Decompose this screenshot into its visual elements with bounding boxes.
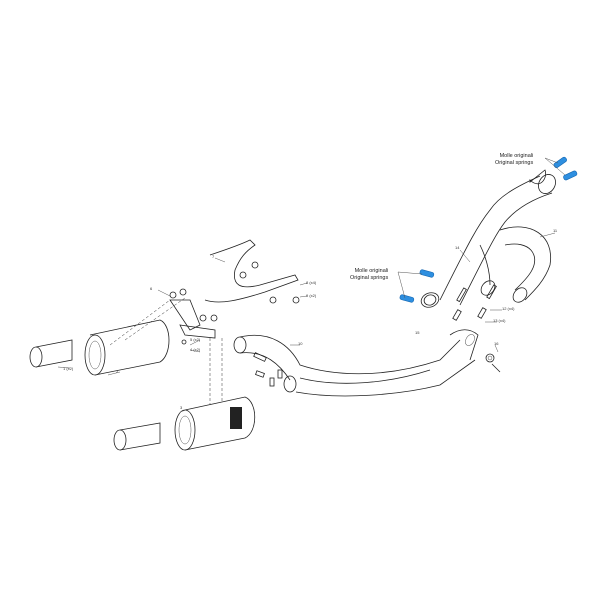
part-label-7: 7 [212,254,215,259]
part-label-9: 9 (x2) [306,293,317,298]
part-label-8: 8 (x4) [306,280,317,285]
header-pipes [420,169,556,308]
part-label-12: 12 (x4) [502,306,515,311]
springs-note-mid: Molle originali Original springs [350,268,388,282]
part-label-4: 4 (x2) [190,347,201,352]
part-label-6: 6 [150,286,153,291]
springs-note-mid-en: Original springs [350,275,389,281]
part-label-1: 1 (x2) [63,366,74,371]
part-label-2: 2 [116,369,119,374]
springs-note-top-it: Molle originali [499,153,534,159]
upper-silencer [29,297,186,376]
original-springs [397,156,578,303]
leader-lines [57,232,556,413]
part-label-3: 3 [180,405,183,410]
link-pipe [233,284,501,397]
part-label-10: 10 [298,341,303,346]
lower-silencer [113,338,256,451]
springs-note-top: Molle originali Original springs [495,153,533,167]
part-label-16: 16 [494,341,499,346]
part-label-14: 14 [455,245,460,250]
mounting-bracket [169,239,300,345]
part-label-15: 15 [415,330,420,335]
part-label-13: 13 (x4) [493,318,506,323]
springs-note-mid-it: Molle originali [354,268,389,274]
part-label-11: 11 [553,228,558,233]
part-label-5: 5 (x2) [190,337,201,342]
springs-note-top-en: Original springs [495,160,534,166]
